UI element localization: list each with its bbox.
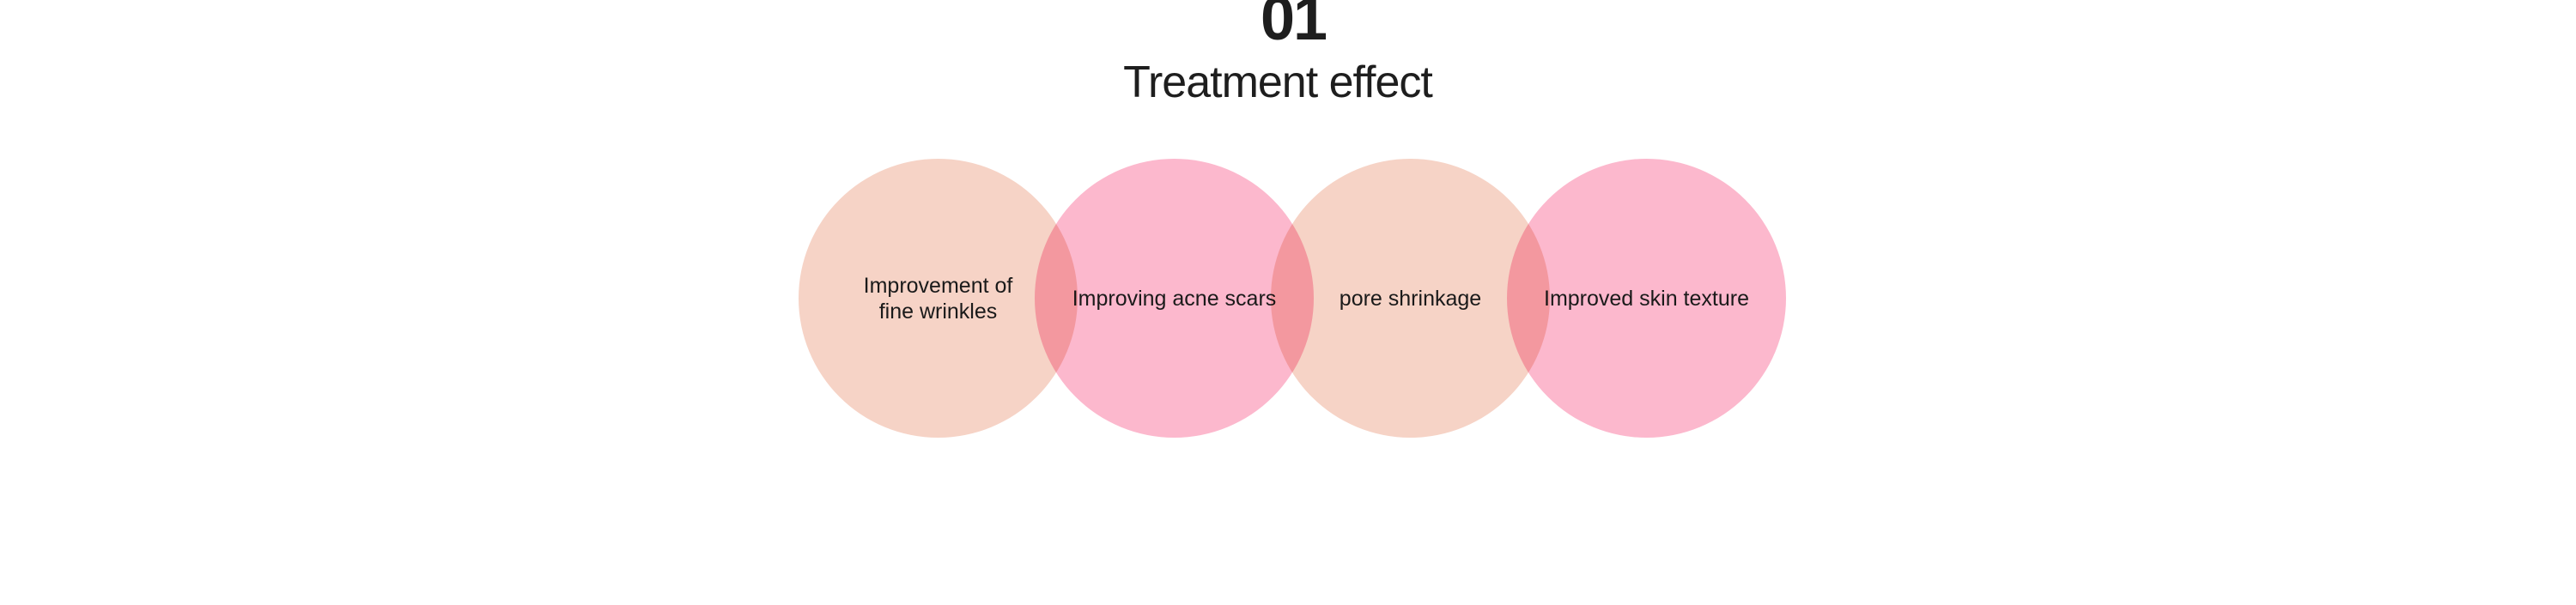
effect-label: Improvement of fine wrinkles — [863, 273, 1013, 324]
effect-circle-fine-wrinkles: Improvement of fine wrinkles — [799, 159, 1078, 438]
section-number: 01 — [1260, 0, 1327, 53]
effect-label: Improving acne scars — [1072, 286, 1277, 311]
effect-label: pore shrinkage — [1339, 286, 1482, 311]
effect-circle-pore-shrinkage: pore shrinkage — [1271, 159, 1550, 438]
effect-label: Improved skin texture — [1544, 286, 1749, 311]
effect-circle-skin-texture: Improved skin texture — [1507, 159, 1786, 438]
treatment-effects-diagram: Improvement of fine wrinkles Improving a… — [799, 159, 1786, 438]
effect-circle-acne-scars: Improving acne scars — [1035, 159, 1314, 438]
section-title: Treatment effect — [1123, 57, 1433, 107]
